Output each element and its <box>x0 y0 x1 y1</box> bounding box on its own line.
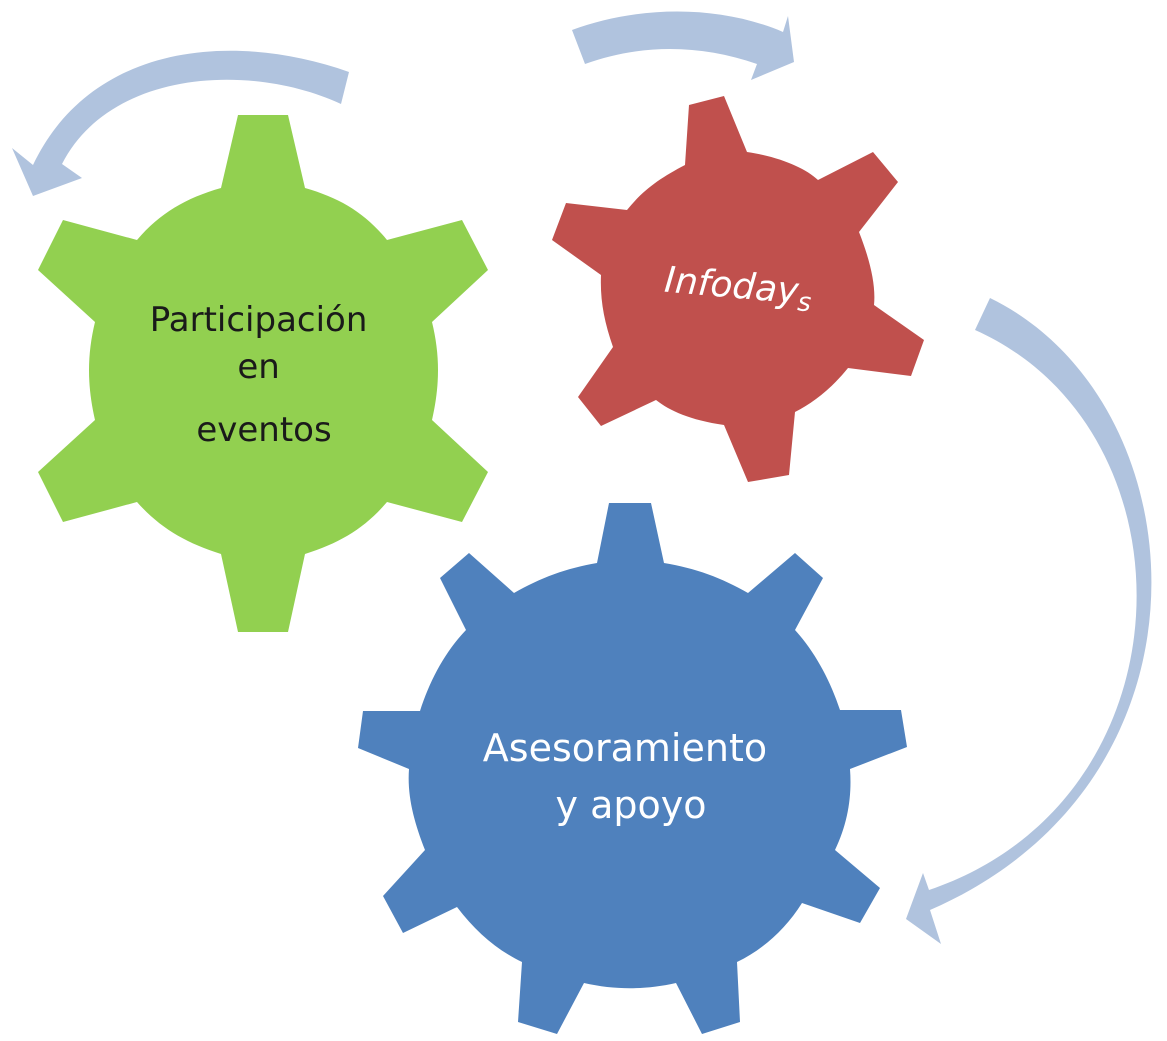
gear-participacion-line3: eventos <box>196 410 331 450</box>
arrow-right <box>906 298 1152 944</box>
gear-infodays-label-tail: s <box>796 287 812 318</box>
gear-participacion-shape <box>38 115 488 632</box>
gear-participacion-line1: Participación <box>150 300 368 340</box>
arrow-left-top <box>12 50 349 196</box>
gear-asesoramiento-shape <box>358 503 907 1034</box>
gear-participacion: Participación en eventos <box>38 115 488 632</box>
gear-asesoramiento-line1: Asesoramiento <box>483 726 767 770</box>
svg-text:Asesoramiento y apoyo: Asesoramiento y apoyo <box>483 726 779 827</box>
gear-infodays: Infodays <box>552 96 924 482</box>
gear-asesoramiento: Asesoramiento y apoyo <box>358 503 907 1034</box>
svg-text:Participación en e: Participación en eventos <box>150 300 378 450</box>
gear-participacion-line2: en <box>237 347 279 387</box>
gear-infodays-shape <box>552 96 924 482</box>
arrow-top <box>572 11 794 81</box>
cycle-arrows <box>12 11 1152 944</box>
gear-asesoramiento-line2: y apoyo <box>556 783 707 827</box>
